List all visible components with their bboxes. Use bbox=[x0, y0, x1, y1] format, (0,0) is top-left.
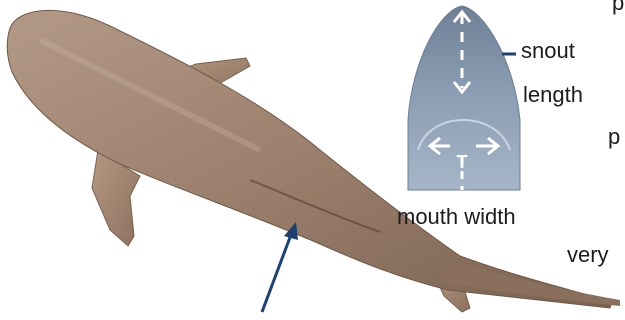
snout-label: snout bbox=[521, 40, 575, 62]
cut-off-text-top: p bbox=[612, 0, 624, 14]
cut-off-text-middle: p bbox=[608, 126, 620, 148]
length-label: length bbox=[523, 84, 583, 106]
mouth-width-center-mark: T bbox=[457, 152, 468, 172]
cut-off-text-bottom: very bbox=[567, 244, 609, 266]
snout-inset: T bbox=[408, 6, 520, 190]
body-pointer-arrow bbox=[262, 222, 298, 312]
mouth-width-label: mouth width bbox=[397, 206, 516, 228]
